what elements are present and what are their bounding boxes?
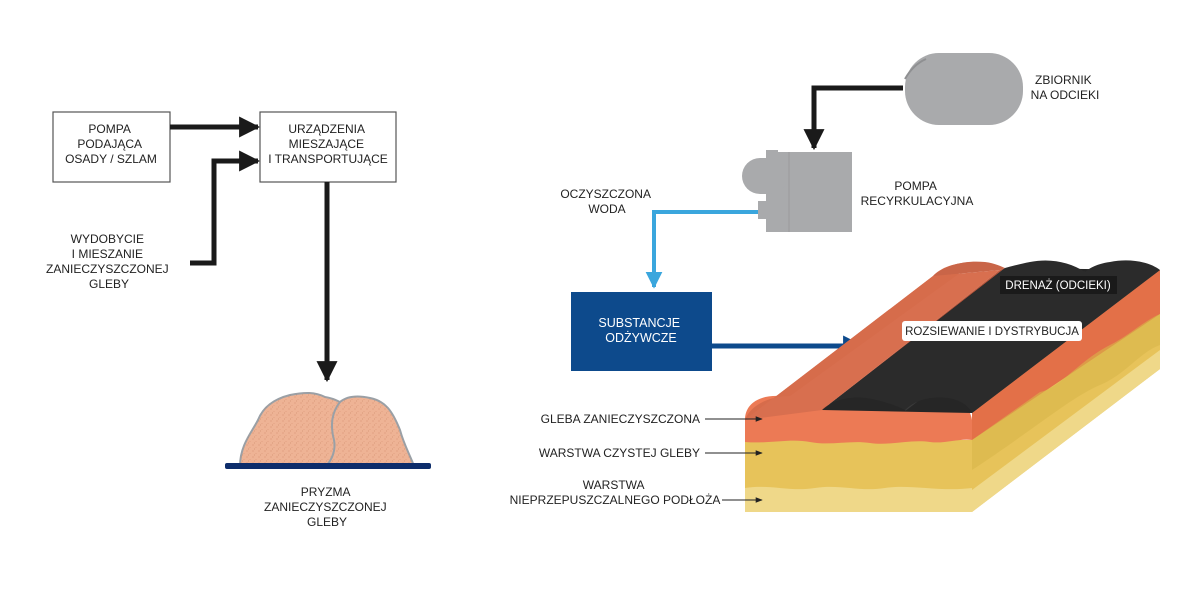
mixing-equipment-label: URZĄDZENIA MIESZAJĄCE I TRANSPORTUJĄCE <box>268 122 388 166</box>
left-flow: POMPA PODAJĄCA OSADY / SZLAM URZĄDZENIA … <box>46 111 431 529</box>
contaminated-soil-top <box>745 270 1000 420</box>
clean-soil-label: WARSTWA CZYSTEJ GLEBY <box>539 446 700 460</box>
clean-water-arrow <box>645 210 758 289</box>
contaminated-soil-front <box>745 420 972 444</box>
contaminated-soil-label: GLEBA ZANIECZYSZCZONA <box>541 412 700 426</box>
drainage-label-bg <box>1000 276 1117 294</box>
recirculation-pump <box>742 150 852 232</box>
leachate-tank <box>904 53 1023 125</box>
impermeable-layer <box>745 486 972 512</box>
excavation-label: WYDOBYCIE I MIESZANIE ZANIECZYSZCZONEJ G… <box>46 232 172 291</box>
clean-water-label: OCZYSZCZONA WODA <box>560 187 653 216</box>
recirculation-pump-label: POMPA RECYRKULACYJNA <box>861 179 974 208</box>
tank-label: ZBIORNIK NA ODCIEKI <box>1031 73 1100 102</box>
excavation-to-mixer-arrow <box>190 150 261 266</box>
sludge-pump-box <box>52 111 171 183</box>
pile-liner <box>225 463 431 469</box>
right-flow: ZBIORNIK NA ODCIEKI POMPA RECYRKULACYJNA… <box>510 53 1160 512</box>
nutrients-label: SUBSTANCJE ODŻYWCZE <box>598 316 683 345</box>
impermeable-label: WARSTWA NIEPRZEPUSZCZALNEGO PODŁOŻA <box>510 478 721 507</box>
drainage-label: DRENAŻ (ODCIEKI) <box>1005 279 1111 292</box>
tank-to-pump-arrow <box>803 85 903 151</box>
soil-pile <box>225 391 431 469</box>
sludge-pump-label: POMPA PODAJĄCA OSADY / SZLAM <box>65 122 157 166</box>
soil-block <box>745 260 1160 512</box>
nutrients-box <box>571 292 712 371</box>
pile-label: PRYZMA ZANIECZYSZCZONEJ GLEBY <box>264 485 390 529</box>
distribution-label-bg <box>902 321 1082 341</box>
distribution-label: ROZSIEWANIE I DYSTRYBUCJA <box>905 326 1079 338</box>
